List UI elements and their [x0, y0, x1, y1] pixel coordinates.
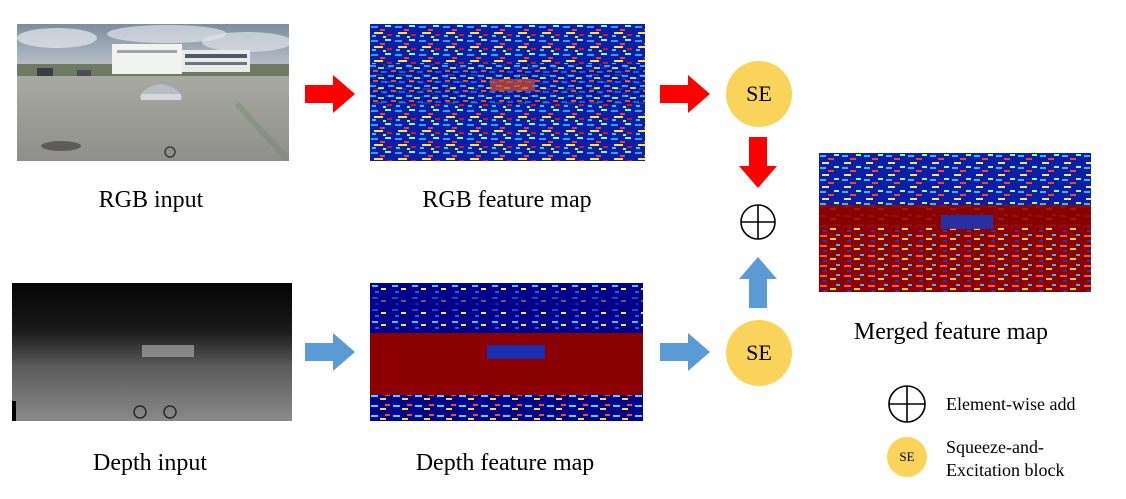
- depth-input-label: Depth input: [93, 450, 207, 476]
- legend-add-label: Element-wise add: [946, 394, 1076, 414]
- rgb-feature-map-label: RGB feature map: [422, 187, 592, 213]
- element-wise-add-icon: [740, 204, 776, 240]
- rgb-arrow-se-to-add: [739, 137, 777, 188]
- se-block-rgb: SE: [726, 61, 792, 127]
- depth-feature-map-label: Depth feature map: [415, 450, 595, 476]
- legend-se-label-line1: Squeeze-and-: [946, 437, 1044, 457]
- legend-se-icon-label: SE: [899, 449, 915, 464]
- depth-arrow-input-to-feature: [305, 333, 355, 371]
- rgb-input-image: [17, 24, 289, 161]
- rgb-arrow-feature-to-se: [660, 75, 710, 113]
- legend-se-label-line2: Excitation block: [946, 460, 1065, 480]
- legend-add-icon: [888, 385, 926, 423]
- depth-input-image: [12, 283, 292, 421]
- merged-feature-map-label: Merged feature map: [853, 319, 1049, 345]
- legend-se-label: Squeeze-and- Excitation block: [946, 436, 1064, 482]
- depth-arrow-se-to-add: [739, 257, 777, 308]
- legend-se-icon: SE: [887, 437, 927, 477]
- se-block-depth: SE: [726, 320, 792, 386]
- rgb-feature-map-image: [370, 24, 645, 161]
- depth-feature-map-image: [370, 283, 643, 421]
- se-block-depth-label: SE: [746, 340, 772, 365]
- merged-feature-map-image: [819, 153, 1091, 292]
- rgb-input-label: RGB input: [98, 187, 204, 213]
- se-block-rgb-label: SE: [746, 81, 772, 106]
- depth-arrow-feature-to-se: [660, 333, 710, 371]
- rgb-arrow-input-to-feature: [305, 75, 355, 113]
